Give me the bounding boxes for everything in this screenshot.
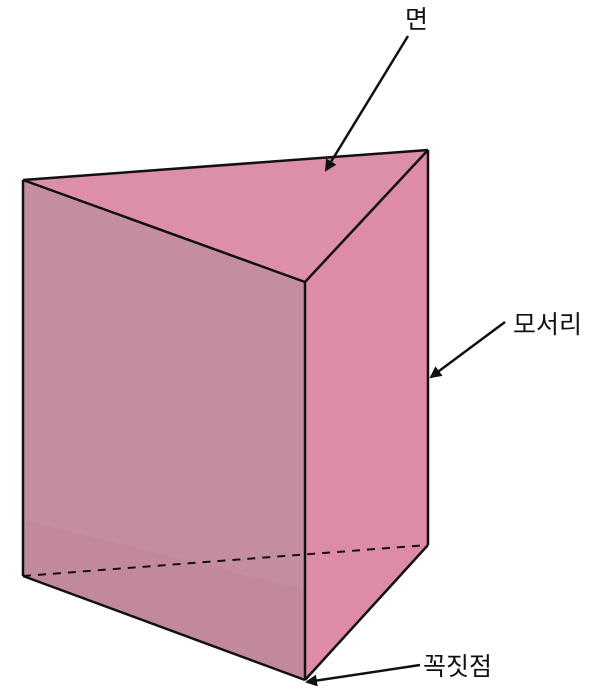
bottom-left-edge bbox=[22, 574, 306, 682]
hidden-bottom-back-edge bbox=[22, 544, 429, 577]
top-face bbox=[23, 150, 428, 282]
bottom-right-edge bbox=[304, 544, 429, 681]
face-label: 면 bbox=[405, 5, 428, 34]
top-back-edge bbox=[22, 148, 429, 182]
left-face-shadow bbox=[23, 520, 305, 680]
edge-label: 모서리 bbox=[513, 310, 582, 339]
vertex-label: 꼭짓점 bbox=[423, 652, 492, 681]
edge-arrow bbox=[429, 320, 506, 379]
vertex-arrow bbox=[305, 663, 421, 687]
top-left-edge bbox=[22, 178, 306, 284]
face-arrow bbox=[324, 35, 410, 172]
left-face bbox=[23, 180, 305, 680]
top-right-edge bbox=[304, 149, 429, 283]
